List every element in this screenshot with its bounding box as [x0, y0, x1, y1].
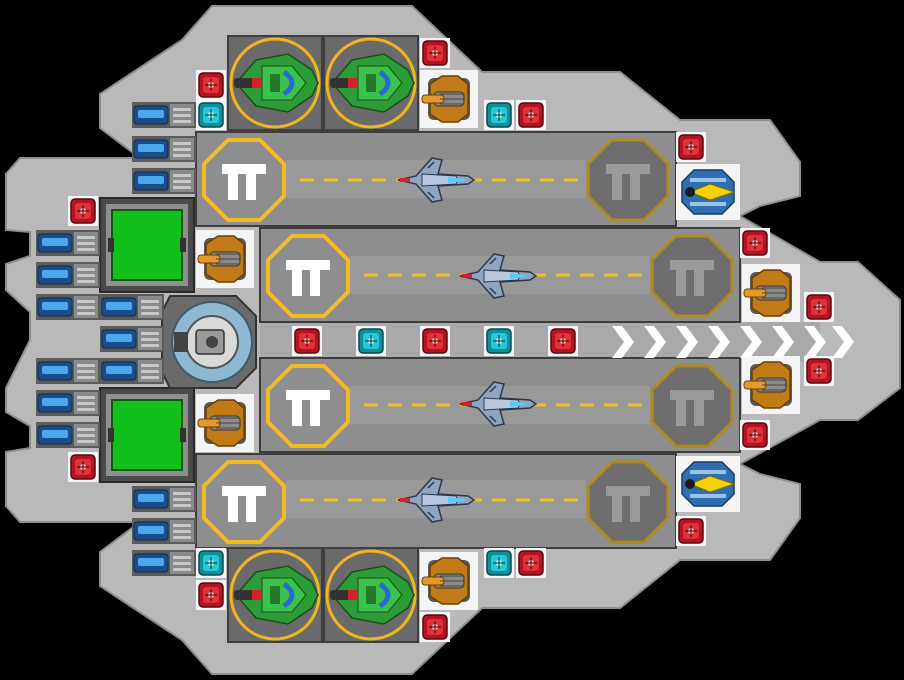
fuel-tank-icon — [99, 325, 165, 353]
fuel-tank-bank-upper — [131, 101, 197, 195]
missile-launcher-icon[interactable] — [675, 163, 741, 221]
cyan-sensor-pod-icon[interactable] — [483, 99, 515, 131]
runway-pad-marker-icon — [266, 234, 350, 318]
red-sensor-pod-icon[interactable] — [739, 227, 771, 259]
fuel-tank-icon — [35, 229, 101, 257]
fuel-tank-icon — [35, 293, 101, 321]
fuel-tank-icon — [131, 135, 197, 163]
missile-launcher-icon[interactable] — [675, 455, 741, 513]
cyan-sensor-pod-icon[interactable] — [483, 325, 515, 357]
runway-pad-marker-icon — [586, 460, 670, 544]
cannon-turret-icon[interactable] — [419, 551, 479, 611]
fuel-tank-icon — [131, 167, 197, 195]
cyan-sensor-pod-icon[interactable] — [195, 547, 227, 579]
green-fighter-icon[interactable] — [324, 548, 418, 642]
cannon-turret-icon[interactable] — [195, 229, 255, 289]
runway-pad-marker-icon — [650, 364, 734, 448]
fuel-tank-icon — [131, 549, 197, 577]
red-sensor-pod-icon[interactable] — [803, 355, 835, 387]
red-sensor-pod-icon[interactable] — [195, 579, 227, 611]
fuel-tank-icon — [35, 261, 101, 289]
red-sensor-pod-icon[interactable] — [291, 325, 323, 357]
cannon-turret-icon[interactable] — [741, 263, 801, 323]
fuel-tank-icon — [35, 421, 101, 449]
cannon-turret-icon[interactable] — [741, 355, 801, 415]
red-sensor-pod-icon[interactable] — [803, 291, 835, 323]
fuel-tank-icon — [131, 101, 197, 129]
green-system-module[interactable] — [99, 387, 195, 483]
fuel-tank-icon — [99, 357, 165, 385]
fuel-tank-bank-left-bottom — [35, 357, 101, 449]
cyan-sensor-pod-icon[interactable] — [355, 325, 387, 357]
runway-pad-marker-icon — [202, 460, 286, 544]
red-sensor-pod-icon[interactable] — [547, 325, 579, 357]
fuel-tank-bank-lower — [131, 485, 197, 577]
green-fighter-icon[interactable] — [228, 36, 322, 130]
red-sensor-pod-icon[interactable] — [419, 611, 451, 643]
cyan-sensor-pod-icon[interactable] — [483, 547, 515, 579]
cannon-turret-icon[interactable] — [419, 69, 479, 129]
red-sensor-pod-icon[interactable] — [739, 419, 771, 451]
cyan-sensor-pod-icon[interactable] — [195, 99, 227, 131]
green-system-module[interactable] — [99, 197, 195, 293]
runway-pad-marker-icon — [266, 364, 350, 448]
runway-pad-marker-icon — [650, 234, 734, 318]
red-sensor-pod-icon[interactable] — [675, 131, 707, 163]
red-sensor-pod-icon[interactable] — [419, 325, 451, 357]
fuel-tank-icon — [131, 485, 197, 513]
red-sensor-pod-icon[interactable] — [675, 515, 707, 547]
red-sensor-pod-icon[interactable] — [195, 69, 227, 101]
green-fighter-icon[interactable] — [324, 36, 418, 130]
fuel-tank-icon — [99, 293, 165, 321]
reactor-core[interactable] — [161, 295, 257, 389]
red-sensor-pod-icon[interactable] — [67, 451, 99, 483]
fuel-tank-icon — [35, 357, 101, 385]
central-deck — [260, 322, 820, 362]
green-fighter-icon[interactable] — [228, 548, 322, 642]
red-sensor-pod-icon[interactable] — [515, 547, 547, 579]
runway-pad-marker-icon — [202, 138, 286, 222]
runway-pad-marker-icon — [586, 138, 670, 222]
red-sensor-pod-icon[interactable] — [67, 195, 99, 227]
cannon-turret-icon[interactable] — [195, 393, 255, 453]
red-sensor-pod-icon[interactable] — [515, 99, 547, 131]
red-sensor-pod-icon[interactable] — [419, 37, 451, 69]
fuel-tank-icon — [131, 517, 197, 545]
fuel-tank-icon — [35, 389, 101, 417]
